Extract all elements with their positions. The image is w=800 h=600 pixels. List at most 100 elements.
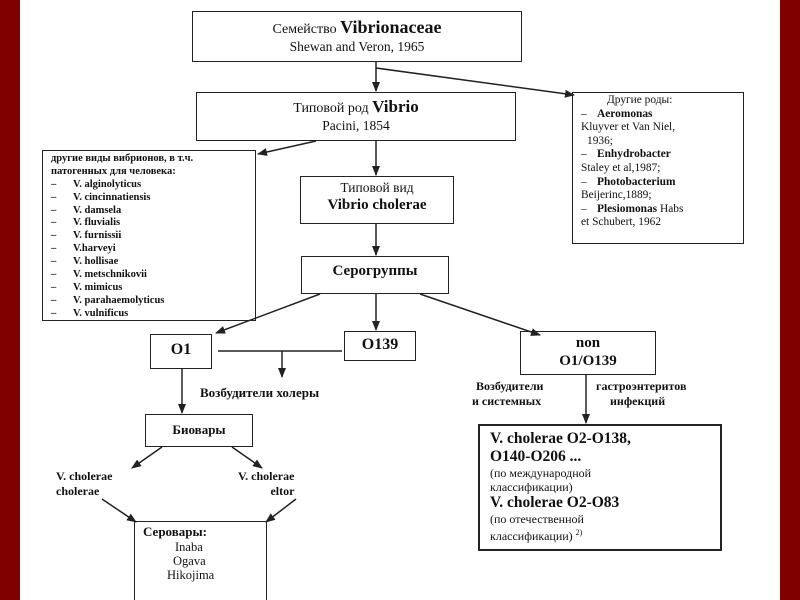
species-name: V. fluvialis bbox=[73, 217, 121, 229]
o1-label: O1 bbox=[170, 341, 192, 358]
detail-line1: V. cholerae O2-O138, bbox=[490, 430, 631, 447]
species-name: V. damsela bbox=[73, 204, 122, 216]
biovar-cholerae-line2: cholerae bbox=[56, 484, 100, 498]
o139-label: O139 bbox=[361, 336, 399, 353]
type-genus-authors: Pacini, 1854 bbox=[322, 118, 390, 133]
footnote-mark: 2) bbox=[575, 528, 583, 537]
genus-author-line: Kluyver et Van Niel, bbox=[581, 121, 676, 134]
species-dash: – bbox=[51, 178, 57, 190]
genus-item-aeromonas: –Aeromonas bbox=[581, 107, 653, 120]
arrow-serogroups-to-non-o1 bbox=[419, 293, 541, 336]
detail-note1-2: классификации) bbox=[490, 480, 573, 494]
species-item: – V. hollisae bbox=[51, 256, 255, 269]
biovar-cholerae-label: V. cholerae cholerae bbox=[56, 469, 112, 499]
other-genera-title: Другие роды: bbox=[607, 94, 673, 106]
detail-note2-2: классификации) 2) bbox=[490, 526, 720, 543]
species-dash: – bbox=[51, 281, 57, 293]
family-box: Семейство Vibrionaceae Shewan and Veron,… bbox=[192, 11, 522, 62]
genus-author-line: et Schubert, 1962 bbox=[581, 216, 662, 229]
biovars-box: Биовары bbox=[145, 414, 253, 447]
serovar-hikojima: Hikojima bbox=[167, 568, 215, 582]
type-species-box: Типовой вид Vibrio cholerae bbox=[300, 176, 454, 224]
arrow-genus-to-other-species bbox=[257, 140, 317, 156]
other-genera-box: Другие роды: –Aeromonas Kluyver et Van N… bbox=[572, 92, 744, 244]
species-item: – V. furnissii bbox=[51, 230, 255, 243]
other-species-title-1: другие виды вибрионов, в т.ч. bbox=[51, 153, 194, 164]
type-genus-name: Vibrio bbox=[372, 97, 419, 116]
species-dash: – bbox=[51, 243, 57, 255]
genus-author-line: 1936; bbox=[587, 134, 613, 147]
type-species-name: Vibrio cholerae bbox=[327, 197, 427, 213]
gastro-left-1: Возбудители bbox=[476, 379, 544, 393]
non-o1-line1: non bbox=[575, 335, 601, 351]
species-dash: – bbox=[51, 307, 57, 319]
species-name: V. metschnikovii bbox=[73, 269, 147, 281]
biovar-cholerae-line1: V. cholerae bbox=[56, 469, 113, 483]
serovars-title: Серовары: bbox=[143, 524, 207, 539]
non-o1-line2: O1/O139 bbox=[559, 353, 617, 369]
species-item: – V. alginolyticus bbox=[51, 179, 255, 192]
family-label: Семейство bbox=[272, 22, 337, 37]
other-species-box: другие виды вибрионов, в т.ч. патогенных… bbox=[42, 150, 256, 321]
gastro-right-2: инфекций bbox=[610, 394, 666, 408]
detail-line2: O140-O206 ... bbox=[490, 448, 582, 465]
genus-author-line: Beijerinc,1889; bbox=[581, 189, 652, 202]
gastro-left-2: и системных bbox=[472, 394, 542, 408]
detail-line3: V. cholerae O2-O83 bbox=[490, 494, 620, 511]
species-name: V. cincinnatiensis bbox=[73, 191, 151, 203]
species-item: –V.harveyi bbox=[51, 243, 255, 256]
species-name: V. furnissii bbox=[73, 230, 122, 242]
species-dash: – bbox=[51, 256, 57, 268]
genus-item-photobacterium: –Photobacterium bbox=[581, 175, 676, 188]
non-o1-detail-box: V. cholerae O2-O138, O140-O206 ... (по м… bbox=[478, 424, 722, 551]
species-item: – V. vulnificus bbox=[51, 308, 255, 321]
arrow-cholerae-to-serovars bbox=[101, 498, 137, 523]
species-name: V. parahaemolyticus bbox=[73, 294, 165, 306]
type-genus-label: Типовой род bbox=[293, 101, 369, 116]
species-dash: – bbox=[51, 230, 57, 242]
species-name: V. alginolyticus bbox=[73, 178, 142, 190]
genus-author-line: Staley et al,1987; bbox=[581, 161, 661, 174]
species-dash: – bbox=[51, 217, 57, 229]
arrow-eltor-to-serovars bbox=[265, 498, 297, 523]
arrow-biovars-to-eltor bbox=[231, 446, 263, 469]
species-item: – V. metschnikovii bbox=[51, 269, 255, 282]
slide: Семейство Vibrionaceae Shewan and Veron,… bbox=[20, 0, 780, 600]
biovar-eltor-line2: eltor bbox=[270, 484, 295, 498]
other-species-title-2: патогенных для человека: bbox=[51, 165, 176, 177]
non-o1-box: non O1/O139 bbox=[520, 331, 656, 375]
species-dash: – bbox=[51, 294, 57, 306]
species-name: V. mimicus bbox=[73, 281, 123, 293]
biovar-eltor-label: V. cholerae eltor bbox=[238, 469, 294, 499]
species-dash: – bbox=[51, 269, 57, 281]
genus-item-enhydrobacter: –Enhydrobacter bbox=[581, 148, 671, 161]
o139-box: O139 bbox=[344, 331, 416, 361]
serovar-ogava: Ogava bbox=[173, 554, 206, 568]
serovars-box: Серовары: Inaba Ogava Hikojima bbox=[134, 521, 267, 600]
species-item: – V. mimicus bbox=[51, 282, 255, 295]
gastro-right-1: гастроэнтеритов bbox=[596, 379, 687, 393]
type-genus-box: Типовой род Vibrio Pacini, 1854 bbox=[196, 92, 516, 141]
family-authors: Shewan and Veron, 1965 bbox=[289, 39, 425, 54]
species-dash: – bbox=[51, 191, 57, 203]
species-name: V. hollisae bbox=[73, 256, 119, 268]
family-name: Vibrionaceae bbox=[340, 17, 442, 37]
species-dash: – bbox=[51, 204, 57, 216]
arrow-biovars-to-cholerae bbox=[131, 446, 163, 469]
species-item: – V. parahaemolyticus bbox=[51, 295, 255, 308]
biovar-eltor-line1: V. cholerae bbox=[238, 469, 295, 483]
biovars-label: Биовары bbox=[172, 422, 226, 437]
detail-note2-1: (по отечественной bbox=[490, 512, 584, 526]
arrow-family-to-other-genera bbox=[375, 67, 575, 98]
species-list: – V. alginolyticus – V. cincinnatiensis – V. … bbox=[51, 179, 255, 321]
o1-box: O1 bbox=[150, 334, 212, 369]
type-species-label: Типовой вид bbox=[340, 180, 414, 195]
species-name: V. vulnificus bbox=[73, 307, 129, 319]
serovar-inaba: Inaba bbox=[175, 540, 203, 554]
cholera-agents-label: Возбудители холеры bbox=[200, 385, 320, 400]
serogroups-box: Серогруппы bbox=[301, 256, 449, 294]
species-item: – V. cincinnatiensis bbox=[51, 192, 255, 205]
species-item: – V. fluvialis bbox=[51, 217, 255, 230]
serogroups-label: Серогруппы bbox=[332, 263, 418, 279]
detail-note2-text: классификации) bbox=[490, 529, 573, 543]
